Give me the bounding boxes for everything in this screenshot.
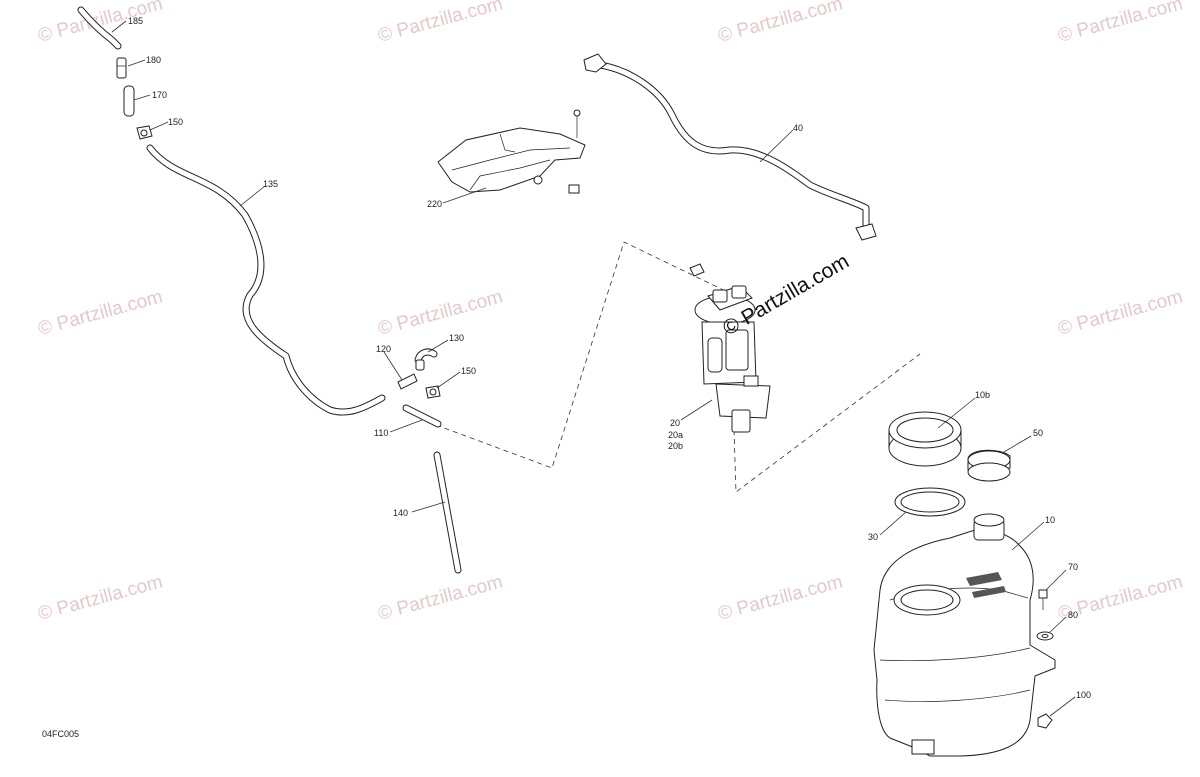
callout-10b: 10b — [975, 390, 990, 400]
assembly-leader-lines — [435, 241, 921, 493]
watermark: © Partzilla.com — [376, 0, 505, 47]
callout-140: 140 — [393, 508, 408, 518]
callout-40: 40 — [793, 123, 803, 133]
part-100-nut — [1037, 713, 1053, 729]
callout-170: 170 — [152, 90, 167, 100]
part-50-fuel-cap — [967, 449, 1011, 482]
watermark: © Partzilla.com — [716, 0, 845, 47]
callout-10: 10 — [1045, 515, 1055, 525]
part-120-connector — [397, 373, 418, 390]
callout-labels: 185 180 170 150 135 220 40 130 120 150 1… — [128, 16, 1091, 700]
callout-130: 130 — [449, 333, 464, 343]
watermark: © Partzilla.com — [36, 0, 165, 47]
callout-20: 20 — [670, 418, 680, 428]
callout-110: 110 — [374, 428, 388, 438]
part-30-gasket — [894, 487, 966, 517]
watermark: © Partzilla.com — [36, 571, 165, 624]
part-150-clamp-upper — [136, 125, 153, 140]
callout-80: 80 — [1068, 610, 1078, 620]
part-40-fuel-line — [583, 53, 877, 241]
part-130-elbow — [414, 348, 438, 371]
callout-120: 120 — [376, 344, 391, 354]
callout-180: 180 — [146, 55, 161, 65]
part-10-fuel-tank — [873, 513, 1056, 757]
callout-20b: 20b — [668, 441, 683, 451]
watermark: © Partzilla.com — [36, 286, 165, 339]
callout-100: 100 — [1076, 690, 1091, 700]
part-80-washer — [1036, 631, 1054, 641]
callout-50: 50 — [1033, 428, 1043, 438]
watermark: © Partzilla.com — [376, 286, 505, 339]
part-20-fuel-pump-module — [689, 263, 771, 433]
watermark: © Partzilla.com — [716, 571, 845, 624]
callout-lines — [111, 20, 1076, 717]
part-150-clamp-lower — [425, 385, 441, 399]
part-185-hose — [77, 6, 122, 50]
watermark: © Partzilla.com — [1056, 286, 1185, 339]
callout-20a: 20a — [668, 430, 683, 440]
watermark: © Partzilla.com — [1056, 0, 1185, 47]
part-70-bolt — [1038, 589, 1048, 610]
callout-30: 30 — [868, 532, 878, 542]
part-135-vent-hose — [146, 144, 386, 416]
part-10b-lock-ring — [888, 411, 962, 467]
callout-220: 220 — [427, 199, 442, 209]
part-170-hose-segment — [123, 85, 135, 117]
callout-150-lower: 150 — [461, 366, 476, 376]
part-220-heat-shield — [437, 109, 586, 194]
diagram-code: 04FC005 — [42, 729, 79, 739]
part-180-connector — [116, 57, 127, 79]
callout-185: 185 — [128, 16, 143, 26]
watermark-layer: © Partzilla.com © Partzilla.com © Partzi… — [36, 0, 1185, 625]
watermark: © Partzilla.com — [376, 571, 505, 624]
callout-135: 135 — [263, 179, 278, 189]
callout-70: 70 — [1068, 562, 1078, 572]
callout-150-upper: 150 — [168, 117, 183, 127]
part-110-hose-tee — [402, 404, 442, 428]
part-140-hose — [433, 451, 462, 574]
